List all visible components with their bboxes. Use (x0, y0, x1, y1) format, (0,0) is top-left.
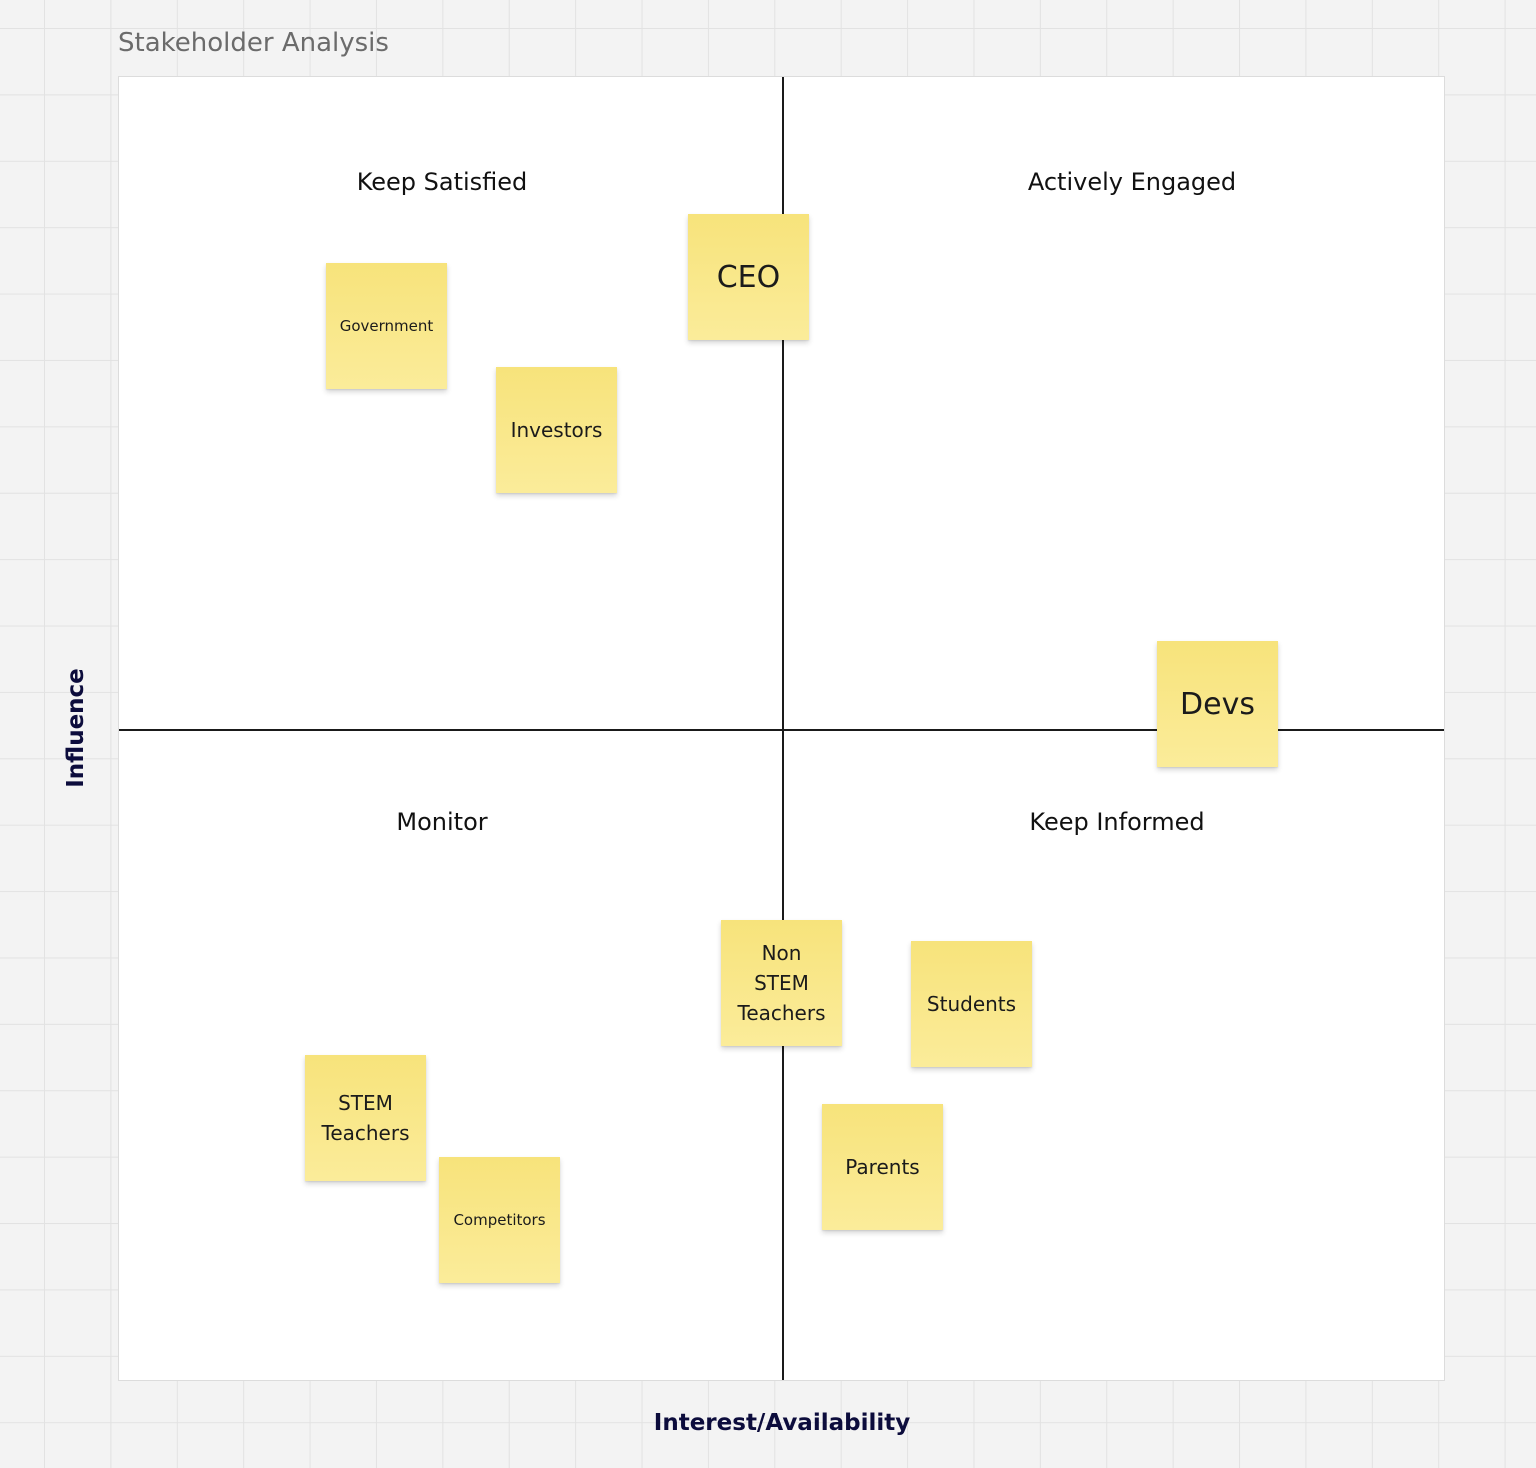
sticky-note-devs[interactable]: Devs (1157, 641, 1278, 767)
sticky-note-government[interactable]: Government (326, 263, 447, 389)
y-axis-label: Influence (63, 668, 89, 788)
quadrant-label-keep-informed: Keep Informed (1029, 808, 1205, 836)
sticky-note-text: Parents (845, 1155, 920, 1179)
sticky-note-parents[interactable]: Parents (822, 1104, 943, 1230)
horizontal-axis-line (119, 729, 1444, 731)
sticky-note-text: Investors (510, 418, 603, 442)
sticky-note-text: Students (926, 992, 1017, 1016)
sticky-note-non-stem-teachers[interactable]: Non STEM Teachers (721, 920, 842, 1046)
sticky-note-competitors[interactable]: Competitors (439, 1157, 560, 1283)
sticky-note-students[interactable]: Students (911, 941, 1032, 1067)
quadrant-label-actively-engaged: Actively Engaged (1027, 168, 1237, 196)
sticky-note-investors[interactable]: Investors (496, 367, 617, 493)
sticky-note-text: STEM Teachers (321, 1091, 410, 1145)
sticky-note-text: Non STEM Teachers (737, 941, 826, 1025)
sticky-note-ceo[interactable]: CEO (688, 214, 809, 340)
sticky-note-text: Devs (1180, 686, 1255, 722)
vertical-axis-line (782, 77, 784, 1380)
frame-title[interactable]: Stakeholder Analysis (118, 28, 389, 58)
quadrant-label-monitor: Monitor (396, 808, 488, 836)
sticky-note-stem-teachers[interactable]: STEM Teachers (305, 1055, 426, 1181)
sticky-note-text: Government (339, 317, 434, 335)
sticky-note-text: CEO (716, 259, 781, 295)
sticky-note-text: Competitors (453, 1211, 546, 1229)
quadrant-label-keep-satisfied: Keep Satisfied (356, 168, 528, 196)
x-axis-label: Interest/Availability (653, 1410, 911, 1436)
